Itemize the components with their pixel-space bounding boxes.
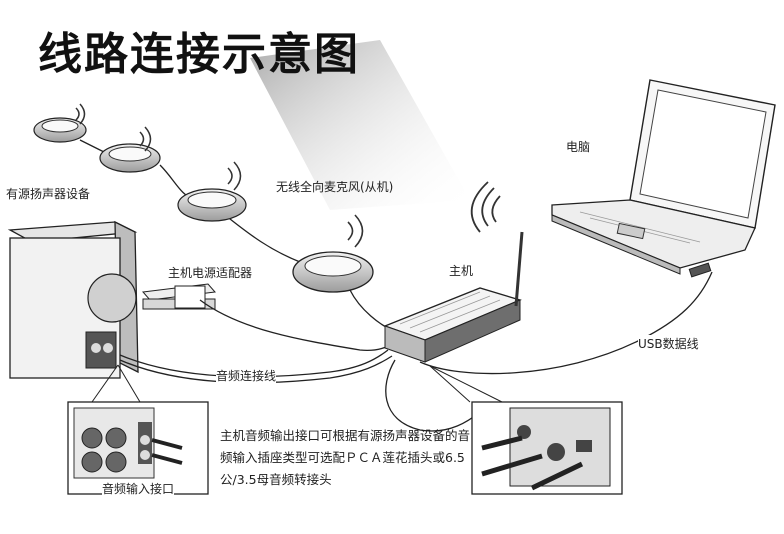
host-label: 主机 bbox=[449, 264, 474, 278]
mic-pod-2 bbox=[99, 126, 161, 173]
power-adapter-label: 主机电源适配器 bbox=[168, 266, 253, 280]
laptop bbox=[551, 79, 776, 278]
audio-input-zoom-box bbox=[67, 401, 209, 495]
mic-pod-1 bbox=[33, 103, 87, 143]
power-adapter bbox=[142, 283, 399, 351]
page-title: 线路连接示意图 bbox=[38, 29, 360, 80]
callout-line-right bbox=[429, 365, 471, 403]
mic-pod-3 bbox=[177, 161, 247, 222]
connection-note: 主机音频输出接口可根据有源扬声器设备的音频输入插座类型可选配ＰＣＡ莲花插头或6.… bbox=[220, 428, 471, 487]
wireless-mic-label: 无线全向麦克风(从机) bbox=[276, 180, 394, 194]
computer-label: 电脑 bbox=[566, 140, 591, 154]
usb-cable bbox=[419, 271, 713, 375]
usb-cable-label: USB数据线 bbox=[638, 335, 699, 352]
audio-cable-label: 音频连接线 bbox=[216, 367, 277, 384]
audio-cable bbox=[119, 349, 389, 378]
speaker bbox=[7, 220, 139, 379]
speaker-label: 有源扬声器设备 bbox=[6, 187, 91, 201]
host-port-zoom-box bbox=[471, 401, 623, 495]
mic-pod-4 bbox=[292, 214, 374, 293]
callout-line-left bbox=[91, 364, 119, 403]
host-unit bbox=[383, 181, 524, 363]
audio-input-label: 音频输入接口 bbox=[102, 480, 175, 497]
title-shadow bbox=[250, 40, 470, 210]
